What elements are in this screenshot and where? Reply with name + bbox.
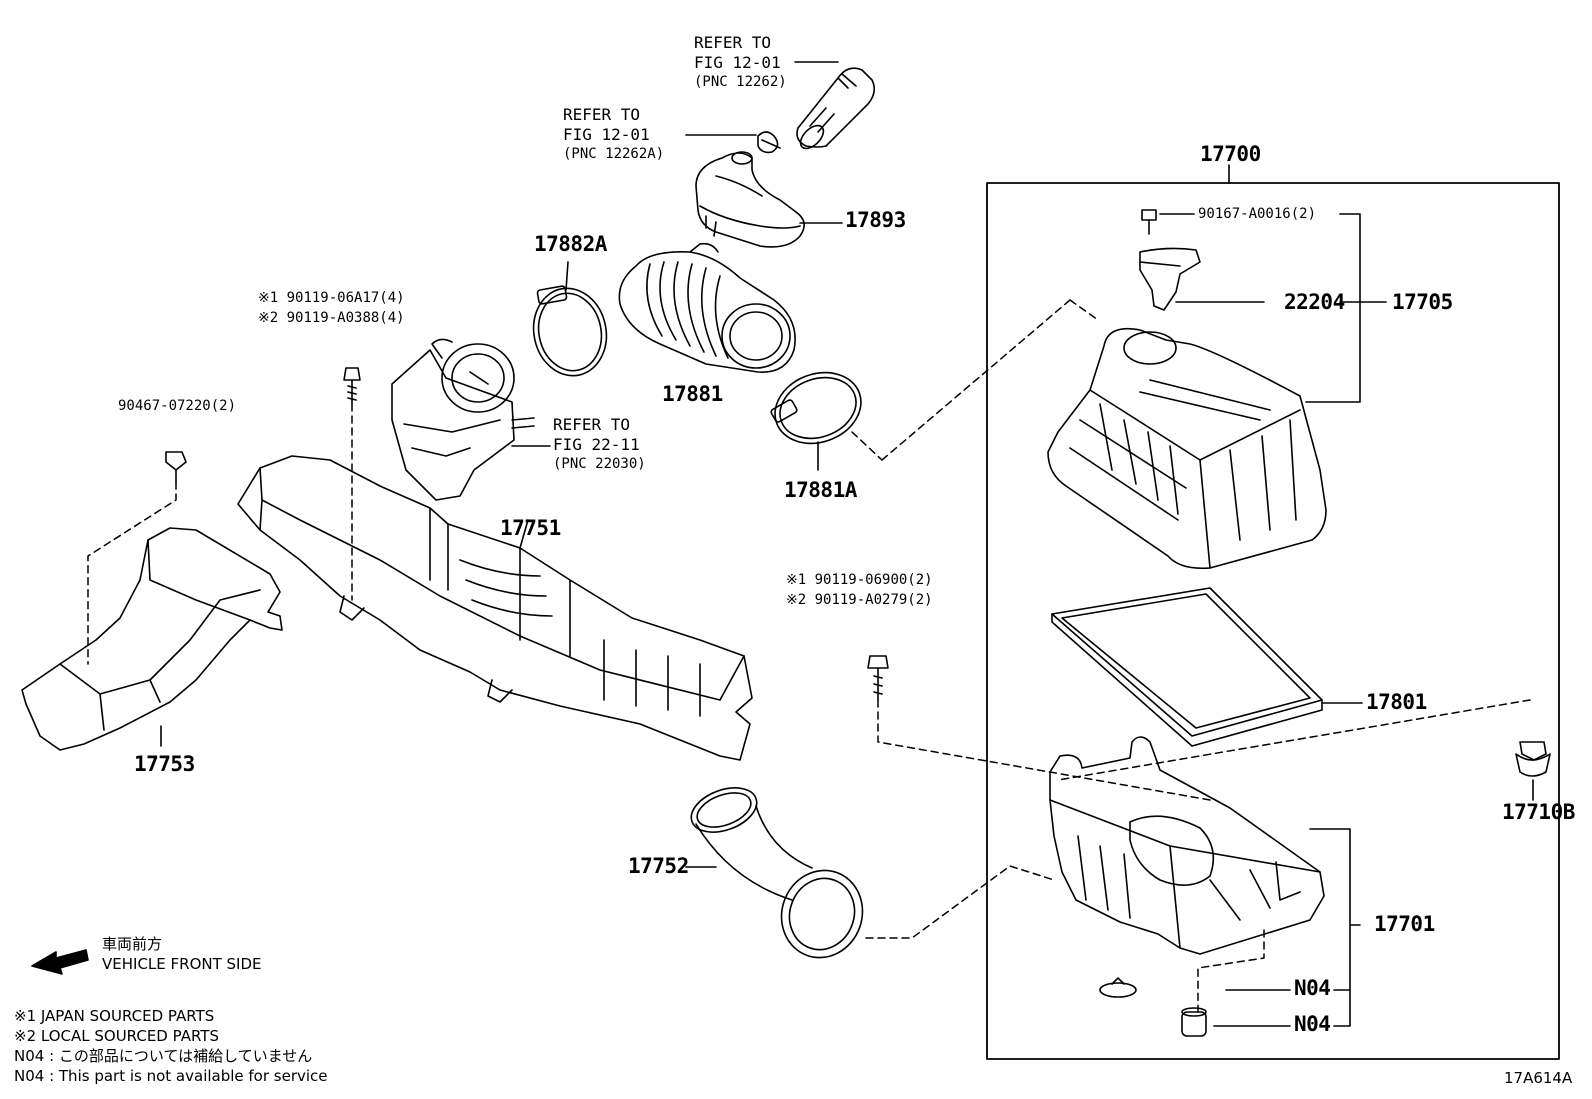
duct-17753-drawing (21, 527, 283, 751)
part-17701: 17701 (1374, 912, 1435, 936)
ref-22030-line3: (PNC 22030) (553, 456, 646, 472)
bolt-90119-06900-drawing (867, 655, 889, 701)
part-17881: 17881 (662, 382, 723, 406)
vehicle-front-arrow-icon (31, 949, 89, 975)
air-cleaner-cap-drawing (1047, 327, 1327, 570)
bolt-label-90119-06A17-line1: ※1 90119-06A17(4) (258, 290, 405, 306)
note-n04-en: N04 : This part is not available for ser… (14, 1067, 328, 1085)
note-n04-jp: N04 : この部品については補給していません (14, 1047, 313, 1065)
duct-17893-drawing (695, 151, 843, 248)
bolt-90167-drawing (1141, 209, 1195, 235)
part-17705: 17705 (1392, 290, 1453, 314)
diagram-id: 17A614A (1504, 1069, 1573, 1087)
legend-notes: ※1 JAPAN SOURCED PARTS ※2 LOCAL SOURCED … (14, 1006, 328, 1086)
bolt-label-90119-06900-line1: ※1 90119-06900(2) (786, 572, 933, 588)
elbow-17752-drawing (685, 787, 864, 959)
bolt-label-90119-06A17-line2: ※2 90119-A0388(4) (258, 310, 405, 326)
bracket-17701-lines (1213, 828, 1361, 1027)
note-japan-sourced: ※1 JAPAN SOURCED PARTS (14, 1007, 215, 1025)
grommet-17710B-drawing (1515, 741, 1551, 801)
bolt-label-90119-06900-line2: ※2 90119-A0279(2) (786, 592, 933, 608)
ref-12262-line1: REFER TO (694, 33, 772, 52)
case-17701-drawing (1049, 736, 1325, 955)
part-17751: 17751 (500, 516, 561, 540)
ref-22030-line1: REFER TO (553, 415, 631, 434)
vehicle-front-jp: 車両前方 (102, 935, 163, 953)
ref-12262-line2: FIG 12-01 (694, 53, 781, 72)
bolt-label-90467-07220: 90467-07220(2) (118, 398, 237, 414)
ref-12262: REFER TO FIG 12-01 (PNC 12262) (694, 32, 787, 92)
assembly-number: 17700 (1200, 142, 1261, 166)
sensor-22204-drawing (1139, 247, 1265, 311)
ref-22030: REFER TO FIG 22-11 (PNC 22030) (553, 414, 646, 474)
part-17801: 17801 (1366, 690, 1427, 714)
bolt-label-90119-06A17: ※1 90119-06A17(4) ※2 90119-A0388(4) (258, 288, 405, 328)
grommet-n04-drawing (1099, 977, 1207, 1037)
ref-12262A-line3: (PNC 12262A) (563, 146, 665, 162)
part-22204: 22204 (1284, 290, 1345, 314)
filter-17801-drawing (1051, 587, 1363, 747)
clip-12262A-drawing (685, 131, 781, 154)
bolt-90119-06A17-drawing (343, 367, 361, 405)
hose-12262-drawing (794, 61, 876, 150)
bolt-90467-drawing (165, 451, 187, 483)
note-local-sourced: ※2 LOCAL SOURCED PARTS (14, 1027, 219, 1045)
ref-12262-line3: (PNC 12262) (694, 74, 787, 90)
part-17882A: 17882A (534, 232, 607, 256)
dashed-connectors (87, 299, 1531, 1013)
clamp-17881A-drawing (770, 371, 862, 471)
part-17893: 17893 (845, 208, 906, 232)
part-17710B: 17710B (1502, 800, 1575, 824)
part-17753: 17753 (134, 752, 195, 776)
clamp-17882A-drawing (532, 261, 608, 377)
bolt-label-90119-06900: ※1 90119-06900(2) ※2 90119-A0279(2) (786, 570, 933, 610)
assembly-box (986, 182, 1560, 1060)
ref-12262A: REFER TO FIG 12-01 (PNC 12262A) (563, 104, 664, 164)
vehicle-front-label: 車両前方 VEHICLE FRONT SIDE (102, 934, 262, 974)
ref-12262A-line1: REFER TO (563, 105, 641, 124)
ref-12262A-line2: FIG 12-01 (563, 125, 650, 144)
part-n04-lower: N04 (1294, 1012, 1331, 1036)
part-n04-upper: N04 (1294, 976, 1331, 1000)
bellows-17881-drawing (618, 242, 796, 373)
bracket-17705-lines (1305, 213, 1387, 403)
throttle-body-drawing (391, 338, 551, 501)
bolt-label-90167-A0016: 90167-A0016(2) (1198, 206, 1317, 222)
vehicle-front-en: VEHICLE FRONT SIDE (102, 955, 262, 973)
ref-22030-line2: FIG 22-11 (553, 435, 640, 454)
duct-17751-drawing (237, 455, 753, 761)
part-17752: 17752 (628, 854, 689, 878)
part-17881A: 17881A (784, 478, 857, 502)
